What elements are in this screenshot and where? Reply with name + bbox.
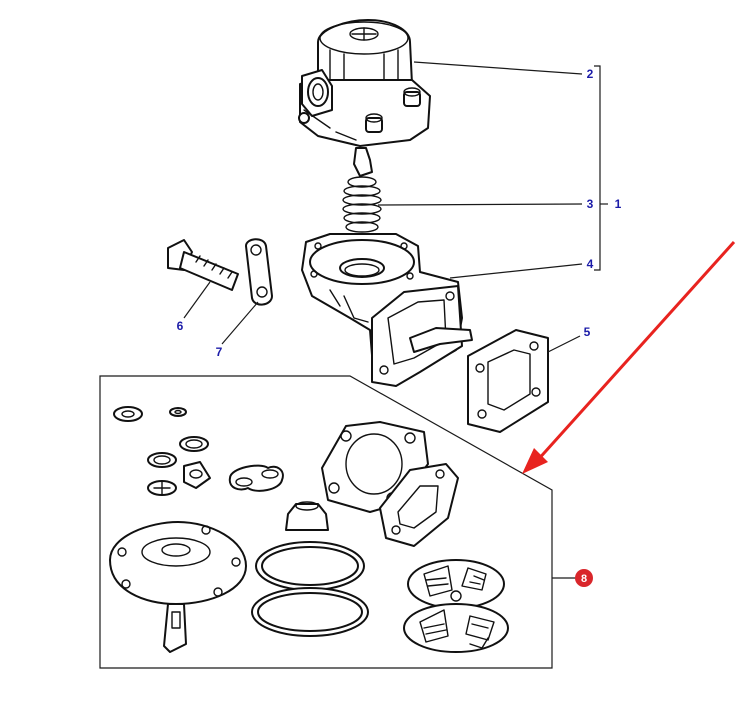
- spring: [342, 176, 382, 233]
- leader-lines: [183, 61, 608, 353]
- pump-body: [301, 233, 473, 387]
- kit-double-seal: [228, 464, 284, 492]
- kit-valve: [183, 461, 211, 489]
- cover-bolt: [365, 113, 383, 133]
- pump-cover: [298, 19, 431, 147]
- kit-flange-gasket: [379, 463, 459, 547]
- callout-6: 6: [177, 319, 184, 333]
- kit-valve: [147, 480, 177, 496]
- kit-diaphragm: [109, 521, 247, 653]
- highlight-arrow: [522, 240, 736, 474]
- kit-filter-screen: [403, 603, 509, 653]
- cover-bolt: [403, 87, 421, 107]
- diaphragm-stem: [353, 147, 373, 177]
- callout-5: 5: [584, 325, 591, 339]
- kit-boundary: [99, 375, 553, 669]
- kit-filter-screen: [407, 559, 505, 609]
- kit-washer: [113, 406, 143, 422]
- callout-7: 7: [216, 345, 223, 359]
- mounting-bolt: [167, 239, 239, 291]
- callout-8-badge: 8: [575, 569, 593, 587]
- kit-washer: [169, 407, 187, 417]
- kit-o-ring: [179, 436, 209, 452]
- kit-large-o-ring: [251, 587, 369, 637]
- mounting-gasket: [467, 329, 549, 433]
- callout-1: 1: [615, 197, 622, 211]
- kit-large-o-ring: [255, 541, 365, 591]
- kit-plug-cap: [285, 501, 329, 531]
- kit-o-ring: [147, 452, 177, 468]
- lock-plate: [245, 238, 273, 306]
- callout-8: 8: [581, 573, 587, 585]
- callout-4: 4: [587, 257, 594, 271]
- callout-2: 2: [587, 67, 594, 81]
- callout-3: 3: [587, 197, 594, 211]
